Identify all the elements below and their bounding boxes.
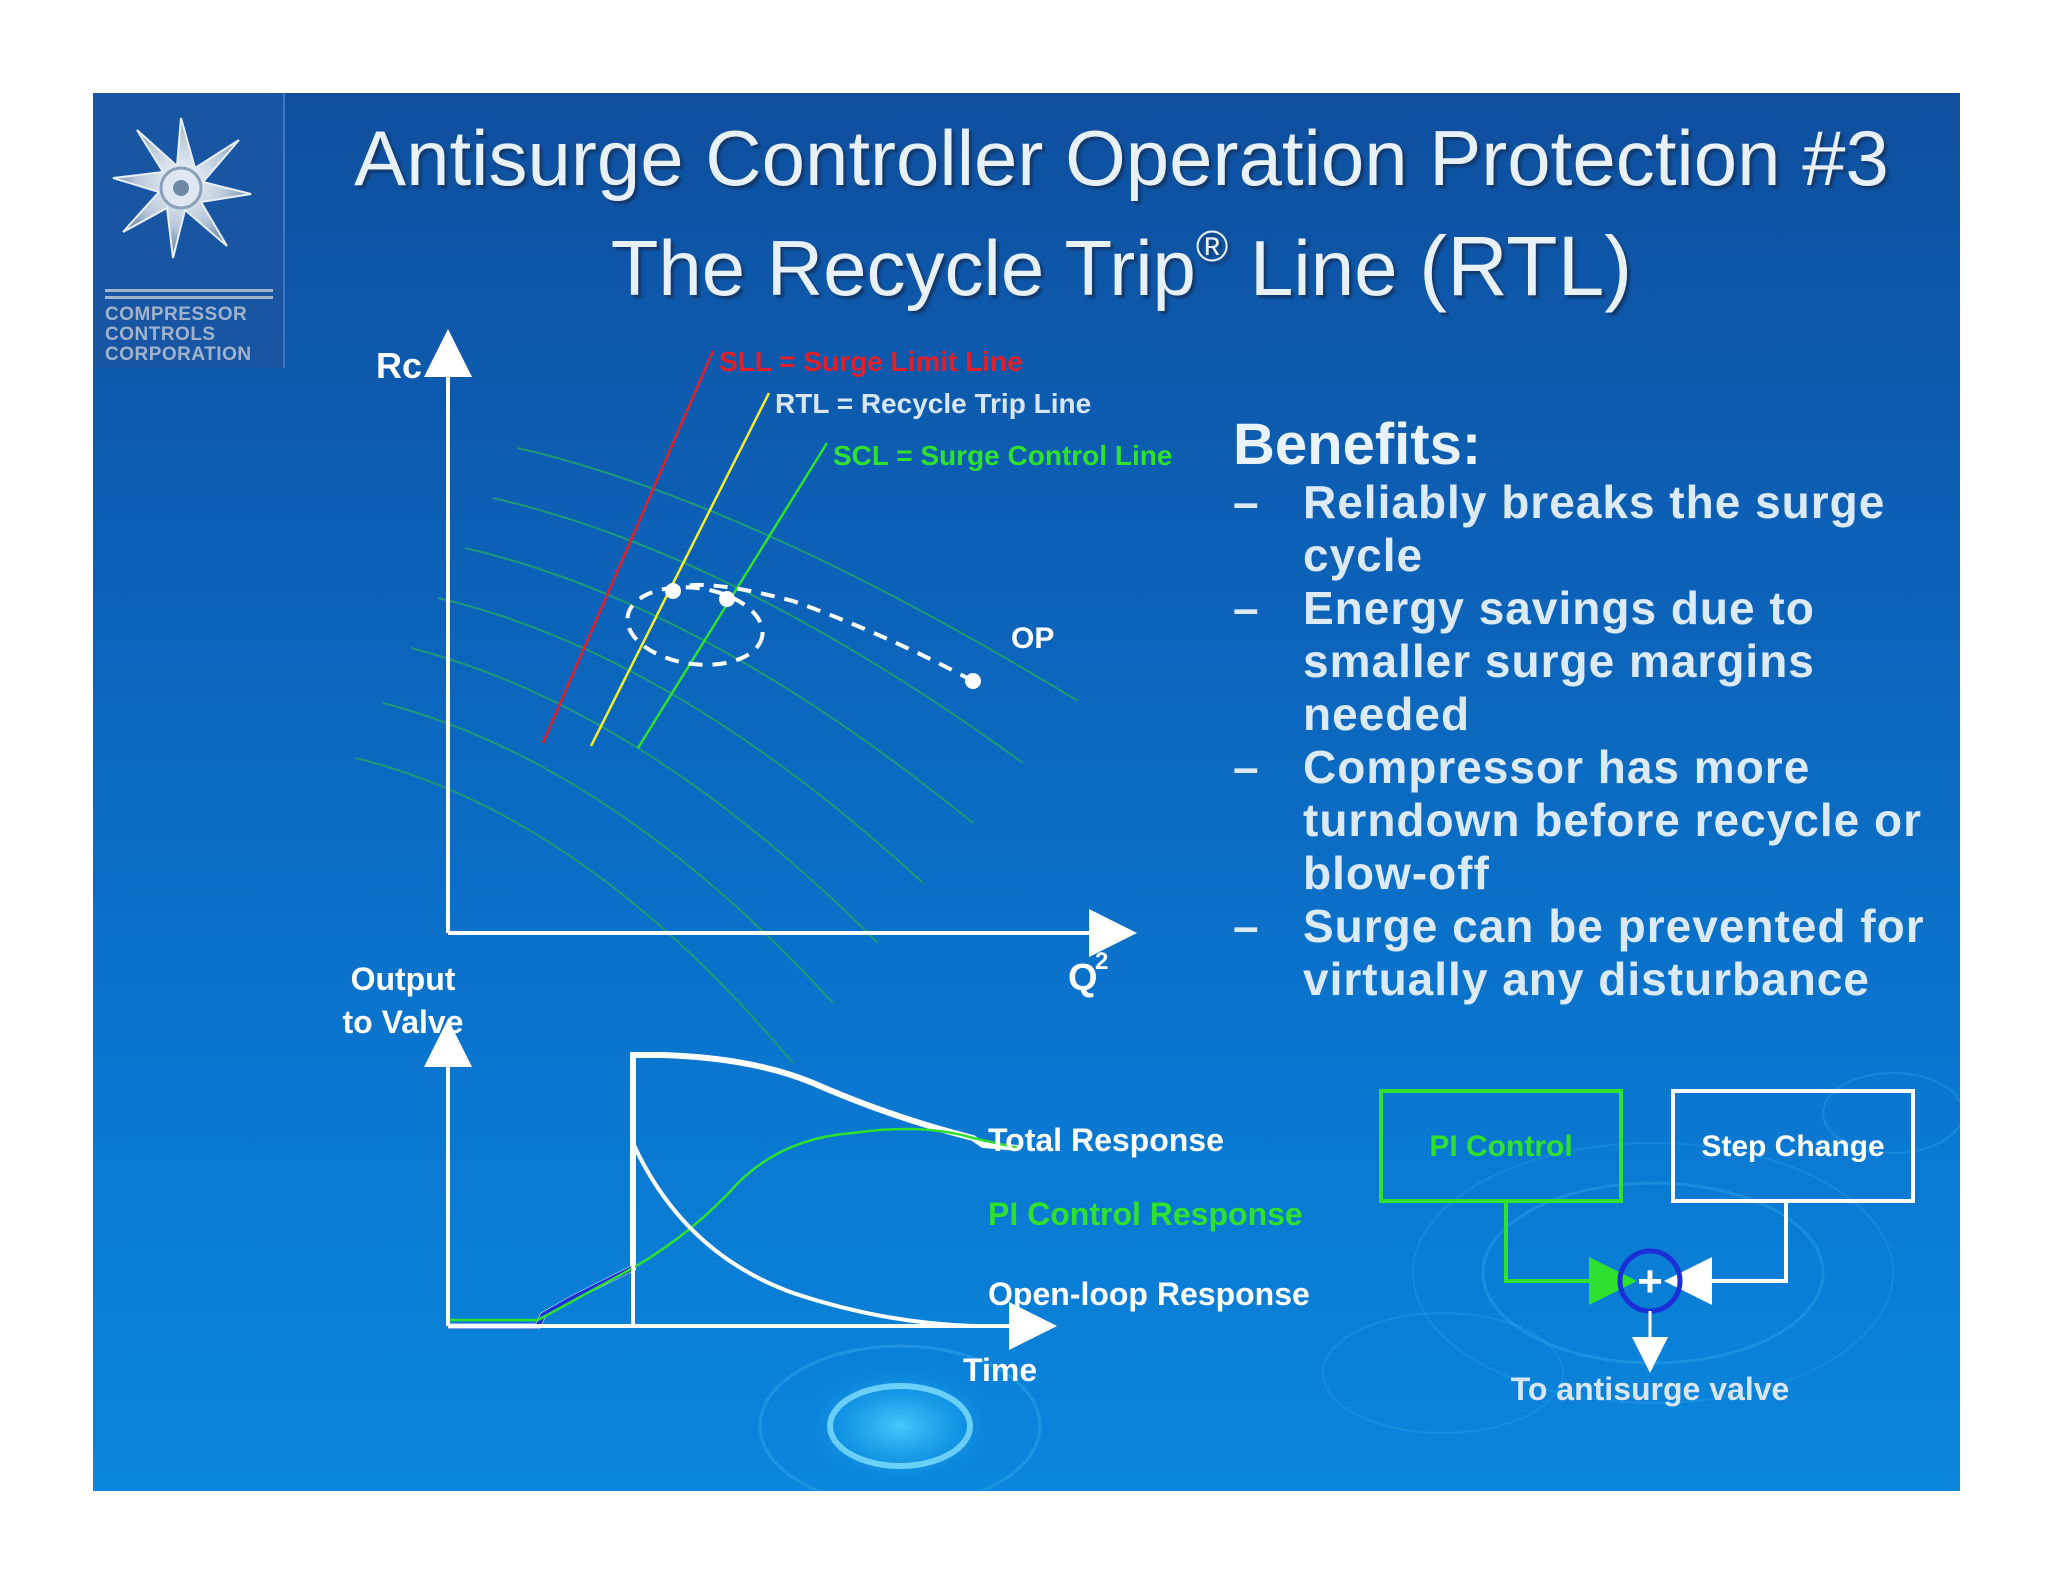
benefit-item: – Energy savings due to smaller surge ma… xyxy=(1233,582,1953,741)
logo-line-2: CONTROLS xyxy=(105,324,216,345)
surge-cycle-loop xyxy=(625,585,765,667)
speed-curve xyxy=(492,497,1024,764)
pi-control-response-label: PI Control Response xyxy=(988,1196,1303,1232)
logo-line-1: COMPRESSOR xyxy=(105,304,248,325)
map-y-axis-label: Rc xyxy=(376,345,422,386)
benefit-item: – Surge can be prevented for virtually a… xyxy=(1233,900,1953,1006)
summing-junction-plus: + xyxy=(1637,1257,1663,1306)
speed-curve xyxy=(410,647,879,944)
diagram-canvas: Rc Q 2 SLL = Surge Limit Line RTL = Recy… xyxy=(343,329,1960,1491)
title-abbreviation: (RTL) xyxy=(1419,219,1633,313)
bullet-dash: – xyxy=(1233,582,1260,634)
benefits-heading: Benefits: xyxy=(1233,412,1482,477)
title-text-a: The Recycle Trip xyxy=(610,224,1196,312)
pi-control-response-line xyxy=(448,1127,1019,1322)
surge-limit-line xyxy=(541,350,715,744)
scl-label: SCL = Surge Control Line xyxy=(833,440,1172,471)
rtl-crossing-marker xyxy=(665,583,681,599)
benefit-text: Energy savings due to smaller surge marg… xyxy=(1303,582,1815,740)
block-diagram: PI Control Step Change + To antisurge va… xyxy=(1379,1089,1915,1407)
response-x-label: Time xyxy=(963,1352,1037,1388)
bullet-dash: – xyxy=(1233,900,1260,952)
map-x-axis-label: Q xyxy=(1068,957,1098,999)
step-change-block-label: Step Change xyxy=(1701,1130,1884,1163)
bullet-dash: – xyxy=(1233,741,1260,793)
response-plot: Output to Valve Time Total Response PI C… xyxy=(343,961,1310,1388)
pi-to-sum-arrow xyxy=(1504,1201,1637,1305)
compressor-map: Rc Q 2 SLL = Surge Limit Line RTL = Recy… xyxy=(354,329,1172,1064)
benefit-item: – Compressor has more turndown before re… xyxy=(1233,741,1953,900)
logo-divider xyxy=(105,289,273,292)
recycle-trip-line xyxy=(589,392,771,747)
response-y-label-1: Output xyxy=(351,961,456,997)
speed-curve xyxy=(437,597,924,884)
speed-curve xyxy=(464,547,974,824)
benefit-item: – Reliably breaks the surge cycle xyxy=(1233,476,1953,582)
title-text-b: Line xyxy=(1228,224,1420,312)
bullet-dash: – xyxy=(1233,476,1260,528)
speed-curve xyxy=(354,757,794,1064)
slide-title-line-1: Antisurge Controller Operation Protectio… xyxy=(354,114,1889,202)
step-change-block xyxy=(1671,1089,1915,1203)
speed-curve xyxy=(517,447,1079,702)
open-loop-response-label: Open-loop Response xyxy=(988,1276,1310,1312)
rtl-label: RTL = Recycle Trip Line xyxy=(775,388,1091,419)
sll-label: SLL = Surge Limit Line xyxy=(719,346,1023,377)
step-to-sum-arrow xyxy=(1664,1201,1788,1305)
benefit-text: Reliably breaks the surge cycle xyxy=(1303,476,1886,581)
output-label: To antisurge valve xyxy=(1511,1371,1790,1407)
operating-point-path xyxy=(671,582,974,683)
ripple-decoration xyxy=(758,1072,1960,1491)
turbine-wheel-icon xyxy=(112,117,252,259)
response-y-label-2: to Valve xyxy=(343,1004,464,1040)
scl-crossing-marker xyxy=(719,591,735,607)
operating-point-marker xyxy=(965,673,981,689)
benefit-text: Surge can be prevented for virtually any… xyxy=(1303,900,1925,1005)
total-response-line xyxy=(448,1052,1019,1329)
logo-line-3: CORPORATION xyxy=(105,344,252,365)
open-loop-response-line xyxy=(631,1142,974,1328)
company-logo: COMPRESSOR CONTROLS CORPORATION xyxy=(93,93,285,368)
map-x-axis-superscript: 2 xyxy=(1095,948,1108,975)
registered-mark: ® xyxy=(1195,222,1229,271)
logo-divider xyxy=(105,296,273,299)
op-label: OP xyxy=(1011,622,1054,655)
total-response-label: Total Response xyxy=(988,1122,1224,1158)
slide-title-line-2: The Recycle Trip® Line (RTL) xyxy=(283,218,1960,315)
speed-curve xyxy=(382,702,834,1004)
pi-control-block-label: PI Control xyxy=(1429,1130,1572,1163)
speed-curves xyxy=(354,447,1079,1064)
benefit-text: Compressor has more turndown before recy… xyxy=(1303,741,1923,899)
pi-control-block xyxy=(1379,1089,1623,1203)
slide: COMPRESSOR CONTROLS CORPORATION Antisurg… xyxy=(93,93,1960,1491)
